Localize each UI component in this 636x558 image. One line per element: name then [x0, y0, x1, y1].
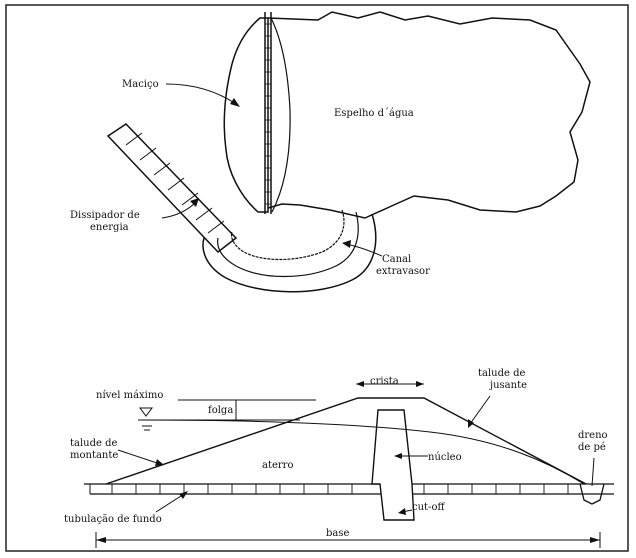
crista-arrow-left	[356, 381, 364, 387]
label-cutoff: cut-off	[412, 502, 445, 513]
base-arrow-right	[590, 537, 600, 543]
talude-montante-leader	[117, 449, 161, 465]
label-crista: crista	[370, 376, 399, 387]
dam-body-macico	[223, 17, 269, 213]
nucleo-arrowhead	[394, 453, 402, 459]
base-arrow-left	[96, 537, 106, 543]
dam-crest-ticks	[265, 23, 271, 205]
label-tubulacao: tubulação de fundo	[64, 514, 162, 525]
label-dreno-2: de pé	[578, 442, 606, 453]
macico-arrowhead	[230, 98, 240, 107]
bottom-pipe-segments	[111, 484, 569, 494]
spillway-channel-middle	[217, 211, 359, 278]
core-nucleo	[371, 409, 415, 521]
dam-upstream-face	[270, 17, 291, 213]
macico-leader	[165, 83, 237, 105]
label-canal-1: Canal	[382, 254, 411, 265]
water-level-symbol	[139, 407, 153, 417]
talude-jusante-leader	[469, 395, 491, 425]
canal-leader	[345, 243, 383, 257]
reservoir-outline	[267, 11, 591, 219]
label-talude-montante-1: talude de	[70, 438, 118, 449]
tubulacao-leader	[155, 493, 185, 513]
dreno-leader	[591, 457, 595, 487]
canal-arrowhead	[342, 240, 351, 248]
cutoff-arrowhead	[398, 508, 406, 515]
label-nivel-maximo: nível máximo	[96, 390, 163, 401]
talude-jusante-arrowhead	[468, 419, 474, 428]
plan-view: Maciço Espelho d´água Dissipador de ener…	[70, 11, 591, 293]
energy-dissipator-chute	[106, 123, 238, 254]
crista-arrow-right	[416, 381, 424, 387]
label-base: base	[326, 528, 349, 539]
toe-drain	[579, 483, 605, 505]
label-talude-montante-2: montante	[70, 450, 118, 461]
talude-montante-arrowhead	[155, 459, 164, 466]
label-espelho-dagua: Espelho d´água	[334, 108, 414, 119]
label-macico: Maciço	[122, 79, 159, 90]
dissipador-arrowhead	[190, 198, 199, 207]
embankment-outline	[105, 397, 587, 485]
spillway-channel-outer	[202, 213, 377, 293]
label-dissipador-1: Dissipador de	[70, 210, 140, 221]
tubulacao-arrowhead	[179, 491, 188, 499]
label-aterro: aterro	[262, 460, 293, 471]
label-folga: folga	[208, 405, 233, 416]
label-talude-jusante-2: jusante	[489, 380, 527, 391]
label-talude-jusante-1: talude de	[478, 368, 526, 379]
label-dissipador-2: energia	[90, 222, 129, 233]
label-nucleo: núcleo	[428, 452, 462, 463]
energy-dissipator-rungs	[125, 132, 225, 234]
section-view: crista talude de jusante nível máximo fo…	[64, 368, 614, 548]
figure-border	[5, 4, 629, 552]
phreatic-line	[137, 419, 585, 485]
label-dreno-1: dreno	[578, 430, 608, 441]
spillway-channel-inner	[230, 209, 345, 261]
label-canal-2: extravasor	[376, 266, 430, 277]
